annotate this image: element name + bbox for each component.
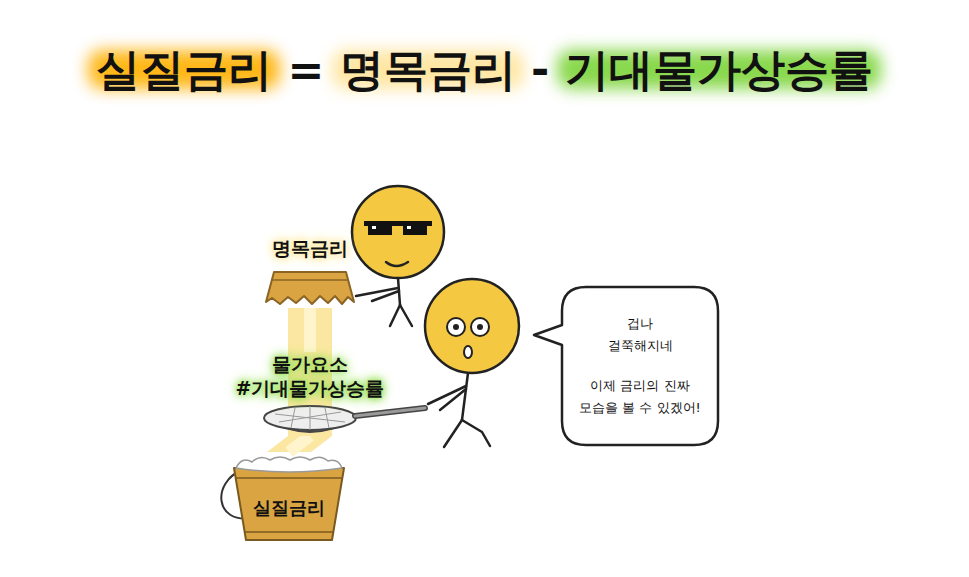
text-line: #기대물가상승률 <box>215 376 405 400</box>
light-beam <box>288 308 332 352</box>
node-label: 물가요소 <box>272 352 348 376</box>
text-line: 겁나 걸쭉해지네 <box>595 313 685 357</box>
diagram-title: 실질금리 = 명목금리 - 기대물가상승률 <box>0 40 969 100</box>
light-beam <box>267 436 332 452</box>
light-beam-band <box>288 308 332 352</box>
node-label: 겁나 걸쭉해지네 <box>595 313 685 357</box>
node-label: 이제 금리의 진짜 모습을 볼 수 있겠어! <box>575 375 705 419</box>
light-beam-band <box>267 436 332 452</box>
text-group: 겁나 걸쭉해지네이제 금리의 진짜 모습을 볼 수 있겠어! <box>560 285 720 447</box>
text-group: 명목금리 <box>258 236 362 260</box>
sieve: 물가요소#기대물가상승률 <box>215 352 405 436</box>
node-label: #기대물가상승률 <box>236 376 385 400</box>
node-label: 명목금리 <box>272 236 348 260</box>
nominal-rate-bucket: 명목금리 <box>258 236 362 308</box>
text-line: 이제 금리의 진짜 모습을 볼 수 있겠어! <box>575 375 705 419</box>
real-rate-bucket: 실질금리 <box>228 452 350 544</box>
light-beam-core <box>304 308 316 352</box>
text-line: 명목금리 <box>258 236 362 260</box>
speech-bubble-shape <box>560 285 720 447</box>
text-line: 실질금리 <box>228 496 350 520</box>
speech-bubble: 겁나 걸쭉해지네이제 금리의 진짜 모습을 볼 수 있겠어! <box>560 285 720 447</box>
light-beam-core <box>289 436 310 452</box>
node-label: 실질금리 <box>253 496 325 520</box>
text-line: 물가요소 <box>215 352 405 376</box>
text-group: 실질금리 <box>228 496 350 520</box>
text-group: 물가요소#기대물가상승률 <box>215 352 405 400</box>
figure-surprised <box>425 279 519 447</box>
